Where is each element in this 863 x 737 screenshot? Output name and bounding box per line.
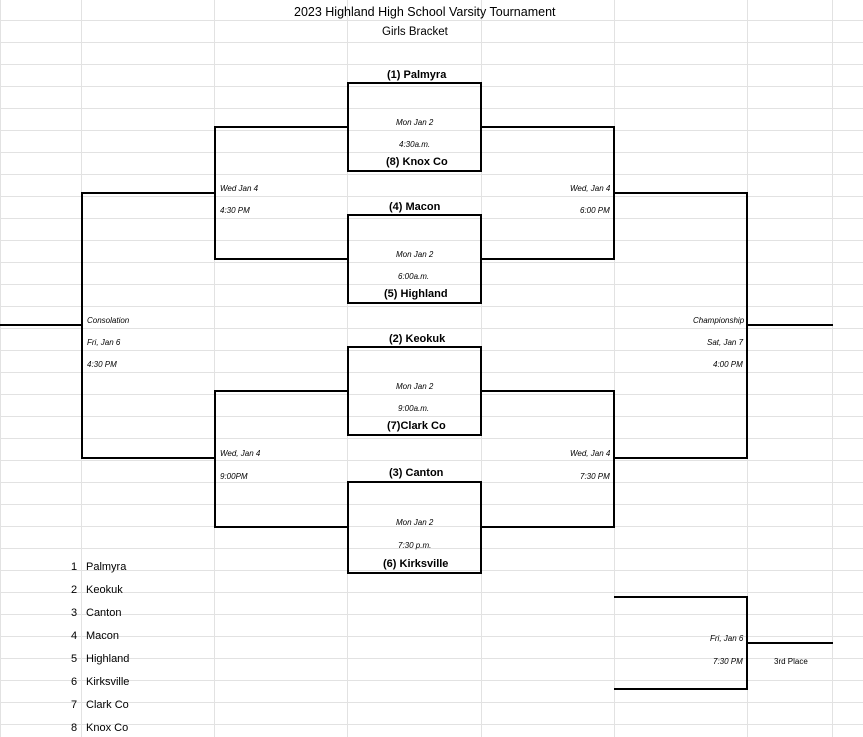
game-day: Wed, Jan 4 (570, 184, 611, 193)
game-day: Mon Jan 2 (396, 382, 434, 391)
seed-team: Kirksville (86, 676, 130, 688)
seed-number: 7 (71, 699, 78, 711)
bracket-line (214, 126, 216, 260)
bracket-line (81, 457, 214, 459)
bracket-line (614, 596, 748, 598)
game-time: 9:00a.m. (398, 404, 430, 413)
bracket-line (347, 481, 481, 483)
team-slot: (2) Keokuk (389, 333, 446, 345)
game-time: 4:30 PM (220, 206, 250, 215)
bracket-line (614, 192, 748, 194)
column-divider (214, 0, 215, 737)
bracket-line (81, 192, 83, 459)
team-slot: (1) Palmyra (387, 69, 447, 81)
seed-team: Highland (86, 653, 130, 665)
third-place-label: 3rd Place (774, 657, 808, 666)
bracket-line (0, 324, 82, 326)
bracket-line (347, 346, 349, 436)
bracket-line (347, 214, 349, 304)
seed-team: Clark Co (86, 699, 129, 711)
team-slot: (8) Knox Co (386, 156, 448, 168)
bracket-line (347, 434, 481, 436)
bracket-line (746, 324, 833, 326)
team-slot: (3) Canton (389, 467, 444, 479)
bracket-line (347, 481, 349, 574)
bracket-line (347, 572, 481, 574)
bracket-line (214, 526, 347, 528)
championship-label: Championship (693, 316, 745, 325)
team-slot: (6) Kirksville (383, 558, 449, 570)
seed-team: Keokuk (86, 584, 123, 596)
game-time: 7:30 PM (580, 472, 610, 481)
bracket-line (481, 258, 615, 260)
consolation-label: Consolation (87, 316, 130, 325)
bracket-line (614, 457, 748, 459)
page-subtitle: Girls Bracket (382, 26, 448, 38)
seed-team: Canton (86, 607, 122, 619)
seed-number: 8 (71, 722, 78, 734)
bracket-line (214, 390, 347, 392)
bracket-line (347, 170, 481, 172)
seed-number: 3 (71, 607, 78, 619)
game-time: 6:00 PM (580, 206, 610, 215)
bracket-line (347, 82, 349, 172)
game-day: Mon Jan 2 (396, 518, 434, 527)
bracket-line (347, 214, 481, 216)
game-time: 4:00 PM (713, 360, 743, 369)
bracket-line (614, 688, 748, 690)
seed-number: 1 (71, 561, 78, 573)
game-day: Wed, Jan 4 (220, 449, 261, 458)
bracket-line (347, 346, 481, 348)
game-day: Sat, Jan 7 (707, 338, 744, 347)
page-title: 2023 Highland High School Varsity Tourna… (294, 5, 556, 19)
game-day: Wed, Jan 4 (570, 449, 611, 458)
game-day: Mon Jan 2 (396, 250, 434, 259)
seed-number: 5 (71, 653, 78, 665)
team-slot: (5) Highland (384, 288, 448, 300)
game-day: Fri, Jan 6 (710, 634, 744, 643)
bracket-line (347, 302, 481, 304)
seed-team: Macon (86, 630, 120, 642)
seed-team: Palmyra (86, 561, 127, 573)
game-time: 6:00a.m. (398, 272, 430, 281)
seed-team: Knox Co (86, 722, 129, 734)
column-divider (832, 0, 833, 737)
bracket-line (481, 390, 615, 392)
seed-number: 6 (71, 676, 78, 688)
game-day: Wed Jan 4 (220, 184, 259, 193)
game-time: 4:30a.m. (399, 140, 431, 149)
column-divider (614, 0, 615, 737)
game-time: 7:30 PM (713, 657, 743, 666)
game-day: Mon Jan 2 (396, 118, 434, 127)
bracket-line (214, 390, 216, 528)
bracket-line (347, 82, 481, 84)
game-time: 7:30 p.m. (398, 541, 432, 550)
team-slot: (7)Clark Co (387, 420, 446, 432)
seed-number: 4 (71, 630, 78, 642)
bracket-line (746, 642, 833, 644)
bracket-line (613, 390, 615, 528)
bracket-line (81, 192, 214, 194)
bracket-line (481, 126, 615, 128)
bracket-line (214, 126, 347, 128)
bracket-line (481, 526, 615, 528)
game-day: Fri, Jan 6 (87, 338, 121, 347)
game-time: 9:00PM (220, 472, 248, 481)
team-slot: (4) Macon (389, 201, 441, 213)
bracket-line (214, 258, 347, 260)
seed-number: 2 (71, 584, 78, 596)
game-time: 4:30 PM (87, 360, 117, 369)
